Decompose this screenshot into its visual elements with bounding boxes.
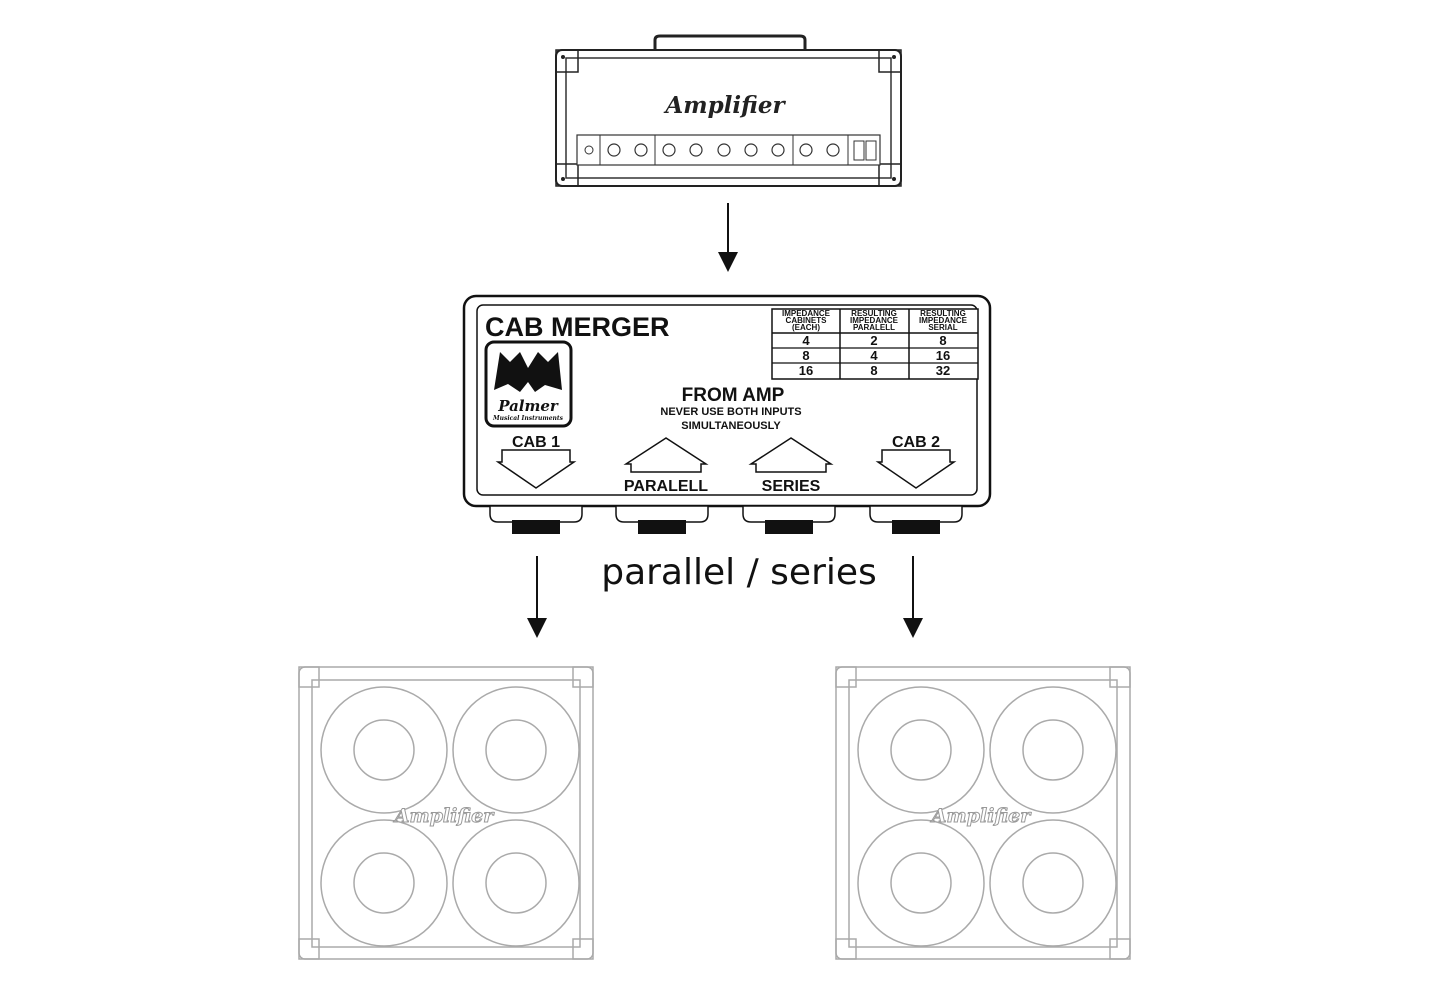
cab1-label: CAB 1 bbox=[512, 434, 560, 451]
table-cell: 8 bbox=[870, 363, 877, 378]
amp-control-panel bbox=[576, 134, 881, 166]
parallel-series-caption: parallel / series bbox=[601, 552, 877, 593]
warning-line-2: SIMULTANEOUSLY bbox=[681, 420, 781, 432]
merger-title: CAB MERGER bbox=[485, 312, 670, 342]
table-cell: 4 bbox=[870, 348, 878, 363]
parallel-label: PARALELL bbox=[624, 478, 708, 495]
amplifier-brand: Amplifier bbox=[663, 92, 786, 119]
logo-tagline: Musical Instruments bbox=[492, 415, 564, 422]
cab1-output-arrow-icon bbox=[495, 449, 577, 489]
table-cell: 16 bbox=[936, 348, 950, 363]
table-header-cell: IMPEDANCE bbox=[919, 316, 968, 325]
amplifier-head: Amplifier bbox=[555, 34, 902, 187]
palmer-logo: Palmer Musical Instruments bbox=[484, 340, 573, 428]
jack-cab1 bbox=[489, 505, 583, 534]
table-header-cell: (EACH) bbox=[792, 323, 820, 332]
table-cell: 8 bbox=[802, 348, 809, 363]
cabinet-1-brand: Amplifier bbox=[393, 805, 495, 827]
table-cell: 2 bbox=[870, 333, 877, 348]
table-header-cell: CABINETS bbox=[786, 316, 828, 325]
table-cell: 16 bbox=[799, 363, 813, 378]
warning-line-1: NEVER USE BOTH INPUTS bbox=[660, 406, 801, 418]
parallel-input-arrow-icon bbox=[623, 437, 709, 473]
jack-parallel bbox=[615, 505, 709, 534]
series-input-arrow-icon bbox=[748, 437, 834, 473]
table-cell: 4 bbox=[802, 333, 810, 348]
jack-series bbox=[742, 505, 836, 534]
table-cell: 32 bbox=[936, 363, 950, 378]
jack-cab2 bbox=[869, 505, 963, 534]
palm-tree-icon bbox=[494, 352, 562, 392]
cab2-label: CAB 2 bbox=[892, 434, 940, 451]
from-amp-label: FROM AMP bbox=[682, 385, 785, 406]
cabinet-2-brand: Amplifier bbox=[930, 805, 1032, 827]
series-label: SERIES bbox=[762, 478, 821, 495]
cab2-output-arrow-icon bbox=[875, 449, 957, 489]
table-header-cell: IMPEDANCE bbox=[782, 309, 831, 318]
cab-merger-unit: CAB MERGER Palmer Musical Instruments IM… bbox=[462, 294, 992, 534]
table-header-cell: RESULTING bbox=[920, 309, 966, 318]
table-header-cell: PARALELL bbox=[853, 323, 895, 332]
speaker-cabinet-2: Amplifier bbox=[835, 666, 1131, 960]
table-header-cell: RESULTING bbox=[851, 309, 897, 318]
logo-name: Palmer bbox=[497, 397, 559, 415]
table-header-cell: IMPEDANCE bbox=[850, 316, 899, 325]
impedance-table: IMPEDANCE CABINETS (EACH) RESULTING IMPE… bbox=[771, 308, 979, 380]
speaker-cabinet-1: Amplifier bbox=[298, 666, 594, 960]
table-header-cell: SERIAL bbox=[928, 323, 957, 332]
table-cell: 8 bbox=[939, 333, 946, 348]
